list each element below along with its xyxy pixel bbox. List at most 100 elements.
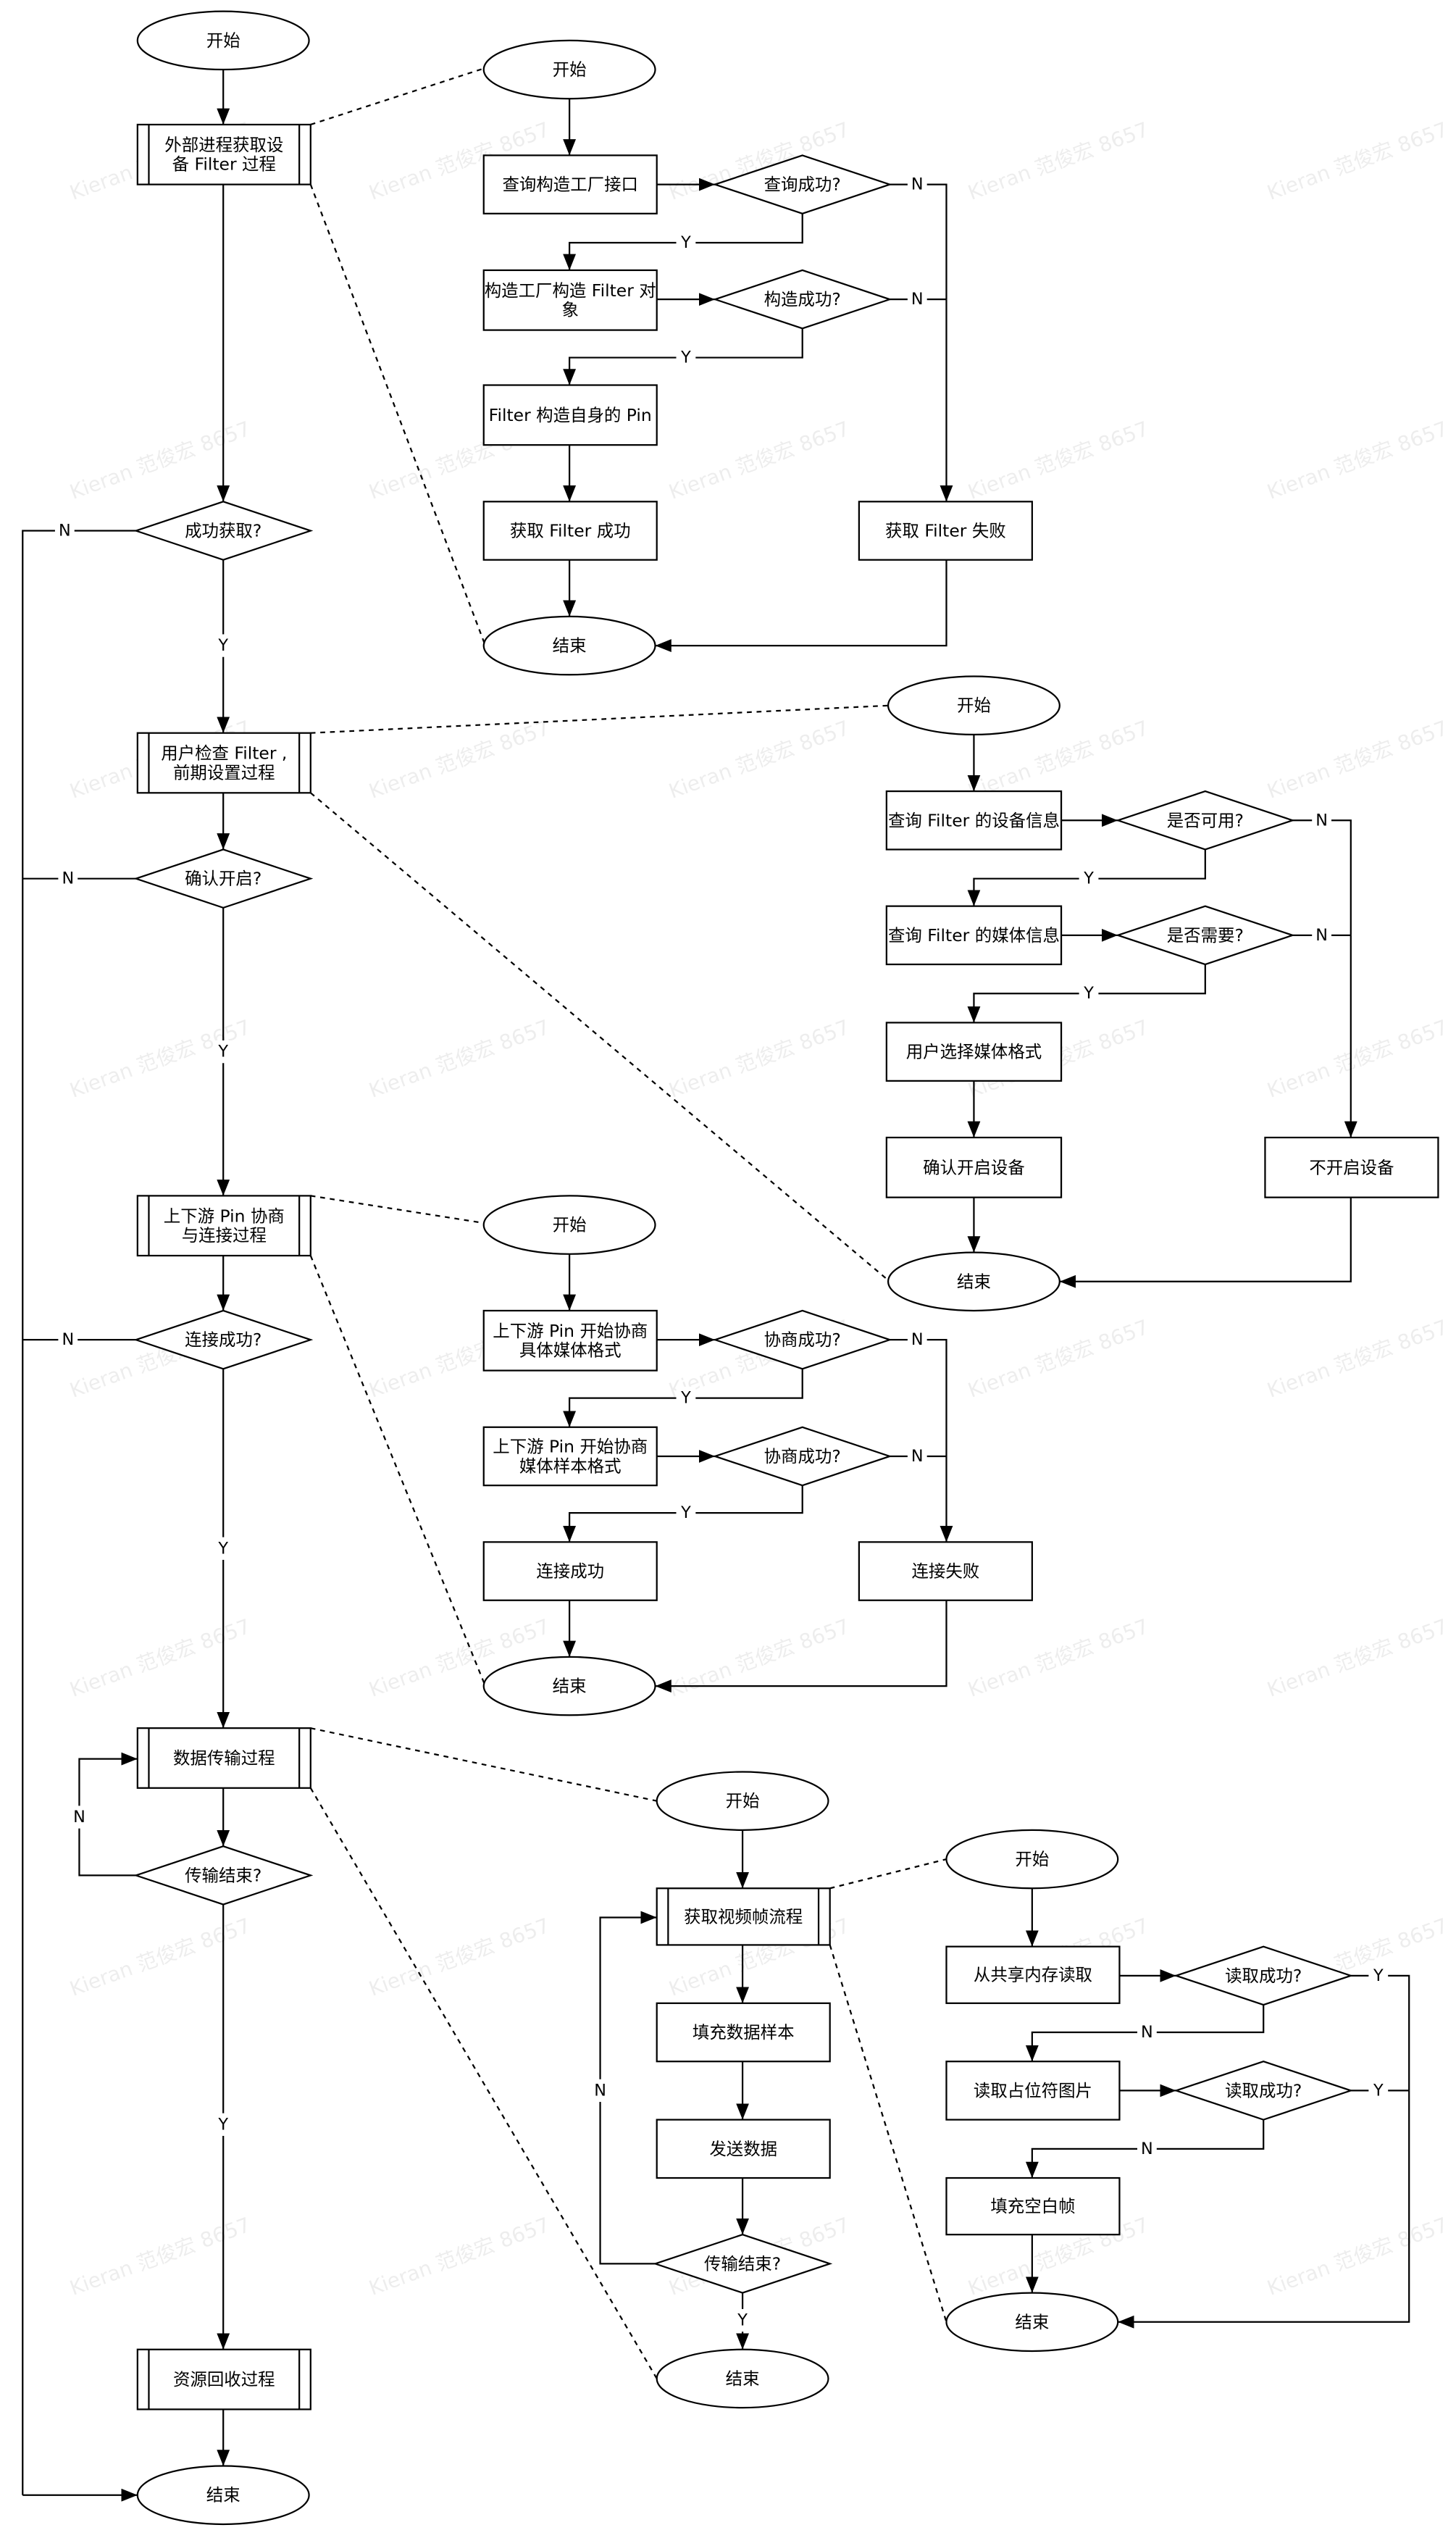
sub3-no-rail-1 [890, 1339, 947, 1456]
sub4-dash-bottom [309, 1787, 658, 2379]
main-d3-node [133, 1309, 314, 1370]
main-d2-yes: Y [217, 1043, 228, 1061]
sub2-no-rail-1 [1292, 819, 1352, 935]
sub3-d1-yes-bg [676, 1386, 696, 1410]
main-d1-yes: Y [217, 636, 228, 655]
sub5-d1-no-bg [1137, 2021, 1157, 2044]
main-rail-d1 [22, 530, 136, 2495]
main-p1-label-line1: 外部进程获取设 [164, 135, 283, 155]
sub2-d2-no: N [1315, 926, 1328, 945]
sub5-b3-label: 填充空白帧 [990, 2196, 1075, 2216]
sub3-b1-node [482, 1309, 658, 1372]
main-d3-label: 连接成功? [185, 1330, 262, 1350]
sub2-b2-label: 查询 Filter 的媒体信息 [888, 925, 1060, 946]
main-d3-no: N [62, 1330, 74, 1349]
sub4-b2-node [656, 2119, 831, 2179]
sub5-d2-label: 读取成功? [1225, 2080, 1302, 2100]
sub3-ok-label: 连接成功 [536, 1561, 604, 1582]
sub3-fail-label: 连接失败 [911, 1561, 979, 1582]
sub1-d2-yes-bg [676, 346, 696, 370]
sub3-d2-no-bg [907, 1445, 927, 1468]
sub5-d2-yes: Y [1373, 2081, 1384, 2100]
sub2-dash-top [310, 704, 890, 734]
main-d4-yes: Y [217, 2115, 228, 2134]
sub1-fail-node [858, 501, 1033, 561]
sub3-d2-yes: Y [680, 1503, 691, 1522]
main-d3-no-bg [58, 1328, 78, 1351]
sub1-b2-node [482, 269, 658, 331]
main-start-label: 开始 [206, 30, 240, 51]
main-p4-node [136, 1727, 311, 1789]
sub1-b3-label: Filter 构造自身的 Pin [489, 405, 652, 425]
main-d3-yes-bg [213, 1537, 233, 1560]
sub5-d1-no: N [1141, 2023, 1153, 2042]
sub1-start-node [482, 39, 656, 100]
main-d4-no-bg [70, 1806, 89, 1829]
sub2-d1-no-bg [1312, 809, 1332, 832]
sub3-end-label: 结束 [553, 1676, 587, 1696]
sub5-start-label: 开始 [1015, 1849, 1049, 1869]
sub2-b3-node [885, 1022, 1063, 1082]
main-d4-yes-bg [213, 2113, 233, 2136]
sub1-b2-label-line2: 象 [562, 300, 579, 320]
main-p2-label-line2: 前期设置过程 [173, 762, 275, 782]
sub4-d1-node [652, 2234, 833, 2294]
main-d2-node [133, 848, 314, 909]
main-p2-node [136, 732, 311, 794]
sub3-edge-fail-end [655, 1600, 947, 1693]
sub1-d1-yes: Y [680, 233, 691, 252]
sub5-dash-bottom [829, 1945, 947, 2323]
sub3-b1-label-line2: 具体媒体格式 [519, 1340, 622, 1361]
main-d1-no: N [59, 522, 71, 540]
sub2-d2-yes-bg [1079, 982, 1099, 1005]
sub5-d1-yes: Y [1373, 1966, 1384, 1985]
sub3-d1-label: 协商成功? [764, 1330, 841, 1350]
sub5-yes-rail-1 [1350, 1974, 1410, 2091]
sub1-ok-node [482, 501, 658, 561]
main-p1-node [136, 123, 311, 185]
sub2-b3-label: 用户选择媒体格式 [906, 1042, 1042, 1062]
main-d1-node [133, 501, 314, 561]
sub5-end-label: 结束 [1015, 2312, 1049, 2332]
sub2-b1-node [885, 790, 1063, 851]
sub3-d1-yes: Y [680, 1389, 691, 1408]
main-d2-label: 确认开启? [185, 869, 262, 889]
sub2-b1-label: 查询 Filter 的设备信息 [888, 810, 1060, 830]
sub1-b2-label-line1: 构造工厂构造 Filter 对 [485, 280, 656, 301]
sub5-b1-label: 从共享内存读取 [974, 1965, 1092, 1985]
sub5-b2-label: 读取占位符图片 [974, 2080, 1092, 2100]
sub1-fail-label: 获取 Filter 失败 [885, 521, 1006, 541]
sub3-dash-top [310, 1195, 486, 1224]
main-d2-no-bg [58, 867, 78, 890]
sub1-no-rail-1 [890, 183, 947, 300]
sub4-d1-no-bg [590, 2079, 610, 2103]
sub1-d2-no-bg [907, 288, 927, 311]
sub1-b1-label: 查询构造工厂接口 [502, 175, 638, 195]
sub3-b2-label-line2: 媒体样本格式 [519, 1456, 622, 1476]
sub2-d1-yes-bg [1079, 867, 1099, 890]
sub2-fail-label: 不开启设备 [1309, 1157, 1394, 1177]
sub1-start-label: 开始 [553, 59, 587, 80]
sub4-start-label: 开始 [726, 1791, 760, 1811]
sub2-b2-node [885, 905, 1063, 966]
sub1-d1-no-bg [907, 172, 927, 196]
sub1-dash-top [310, 67, 486, 126]
sub2-edge-fail-end [1059, 1197, 1352, 1288]
sub3-b2-label-line1: 上下游 Pin 开始协商 [493, 1437, 648, 1457]
sub4-d1-yes: Y [737, 2311, 748, 2330]
sub1-d1-no: N [911, 175, 924, 194]
sub1-b1-node [482, 154, 658, 214]
sub1-d1-label: 查询成功? [764, 175, 841, 195]
sub3-d1-no-bg [907, 1328, 927, 1351]
sub2-d1-yes: Y [1083, 869, 1094, 888]
main-d4-node [133, 1845, 314, 1906]
sub2-end-label: 结束 [957, 1272, 991, 1292]
sub1-b3-node [482, 384, 658, 446]
sub3-b1-label-line1: 上下游 Pin 开始协商 [493, 1321, 648, 1341]
sub4-d1-yes-bg [732, 2308, 753, 2332]
main-p4-label: 数据传输过程 [173, 1748, 275, 1768]
sub4-d1-no: N [594, 2081, 606, 2100]
sub4-dash-top [310, 1727, 657, 1802]
sub3-ok-node [482, 1541, 658, 1601]
sub3-start-label: 开始 [553, 1215, 587, 1235]
